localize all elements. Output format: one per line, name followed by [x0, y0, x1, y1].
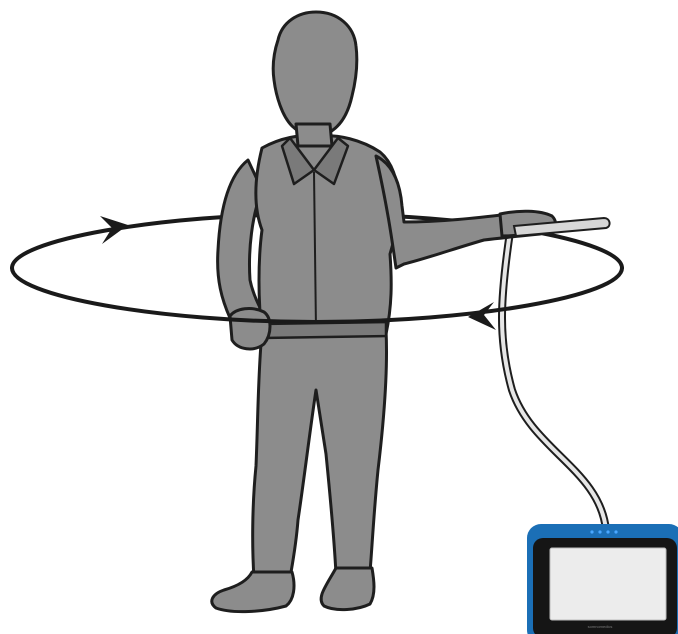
- device-screen: [550, 548, 666, 620]
- person-belt: [262, 322, 386, 338]
- person-neck: [296, 124, 332, 146]
- person-legs: [253, 330, 387, 578]
- person-left-hand: [230, 309, 270, 349]
- device-led: [614, 530, 617, 533]
- device-brand-text: somnomedics: [588, 624, 613, 629]
- display-device: somnomedics: [527, 524, 678, 634]
- person-right-shoe: [321, 568, 374, 610]
- cable-outline: [502, 232, 606, 530]
- device-led: [598, 530, 601, 533]
- device-led: [590, 530, 593, 533]
- person-left-shoe: [212, 572, 294, 612]
- device-led: [606, 530, 609, 533]
- person-head: [273, 12, 357, 136]
- orbit-arrow-leftward: [468, 302, 496, 330]
